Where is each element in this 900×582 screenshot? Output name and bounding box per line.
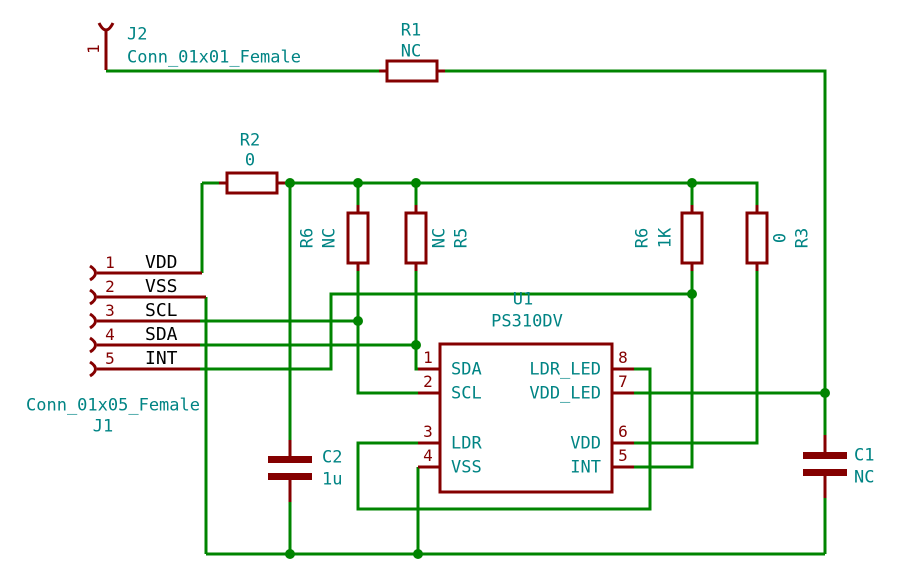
u1-pin-name: VDD [570,433,601,454]
junction-group [285,178,830,559]
u1-body[interactable] [438,342,614,494]
wire-group [106,69,827,556]
r1-value: NC [400,41,422,62]
u1-pin-name: INT [570,457,601,478]
wire-rv2-to-sda-pin[interactable] [414,271,418,371]
rv3-ref: R6 [632,227,653,249]
u1-pin-number: 7 [618,372,628,391]
junction-dot [820,388,830,398]
u1-pin-number: 1 [423,348,433,367]
j1-ref: J1 [92,416,114,437]
r2-ref: R2 [239,130,261,151]
j1-pin-label: SCL [145,300,178,321]
rv3-body[interactable] [680,211,704,265]
j2-value: Conn_01x01_Female [127,47,301,68]
u1-pin-number: 2 [423,372,433,391]
j1-female-arc[interactable] [89,336,97,354]
rv1-body[interactable] [346,211,370,265]
u1-ref: U1 [512,289,534,310]
junction-dot [285,549,295,559]
junction-dot [353,316,363,326]
j1-pin-label: INT [145,348,178,369]
c2-value: 1u [322,469,343,490]
j2-pin-number: 1 [84,44,103,54]
u1-pin-number: 5 [618,446,628,465]
rv2-value: NC [429,227,450,249]
c1-plate[interactable] [803,469,847,476]
j2-female-arc[interactable] [97,22,115,32]
u1-pin-name: SDA [451,359,482,380]
j1-value: Conn_01x05_Female [26,395,200,416]
j1-pin-number: 1 [105,253,115,272]
j1-female-arc[interactable] [89,360,97,378]
u1-pin-number: 3 [423,422,433,441]
j1-pin-label: VDD [145,252,178,273]
wire-rv1-to-scl-pin[interactable] [356,271,418,395]
junction-dot [353,178,363,188]
u1-pin-number: 8 [618,348,628,367]
junction-dot [411,178,421,188]
c1-value: NC [854,467,875,488]
r1-ref: R1 [400,20,422,41]
u1-pin-name: SCL [451,383,482,404]
c1-ref: C1 [854,445,875,466]
j1-pin-number: 2 [105,277,115,296]
j1-pin-label: SDA [145,324,178,345]
r2-body[interactable] [225,171,279,195]
rv1-ref: R6 [297,227,318,249]
j1-pin-label: VSS [145,276,178,297]
wire-rv3-to-int-pin[interactable] [634,271,694,469]
rv4-body[interactable] [745,211,769,265]
wire-ldrled-to-ldr[interactable] [356,367,652,511]
j1-pin-number: 5 [105,349,115,368]
j1-female-arc[interactable] [89,264,97,282]
u1-pin-name: LDR [451,433,482,454]
wire-r3-to-vdd-pin[interactable] [634,271,759,445]
rv4-ref: R3 [792,227,813,249]
rv3-value: 1K [655,227,676,249]
junction-dot [687,178,697,188]
r2-value: 0 [244,150,256,171]
u1-pin-name: VSS [451,457,482,478]
wire-vdd-rail[interactable] [285,181,759,205]
j1-female-arc[interactable] [89,288,97,306]
c2-plate[interactable] [268,456,312,463]
u1-pin-name: LDR_LED [529,359,601,380]
component-group [89,22,847,502]
r1-body[interactable] [385,59,439,83]
u1-pin-number: 6 [618,422,628,441]
c2-ref: C2 [322,447,343,468]
junction-dot [411,340,421,350]
j2-ref: J2 [127,24,148,45]
u1-pin-name: VDD_LED [529,383,601,404]
j1-pin-number: 4 [105,325,115,344]
rv4-value: 0 [770,232,791,244]
u1-value: PS310DV [491,311,563,332]
wire-r1-to-c1[interactable] [445,69,827,435]
j1-pin-number: 3 [105,301,115,320]
u1-pin-number: 4 [423,446,433,465]
junction-dot [285,178,295,188]
wire-int-route[interactable] [200,292,692,371]
rv2-body[interactable] [404,211,428,265]
junction-dot [413,549,423,559]
j1-female-arc[interactable] [89,312,97,330]
rv2-ref: R5 [451,227,472,249]
c2-plate[interactable] [268,473,312,480]
rv1-value: NC [319,227,340,249]
junction-dot [687,289,697,299]
c1-plate[interactable] [803,452,847,459]
